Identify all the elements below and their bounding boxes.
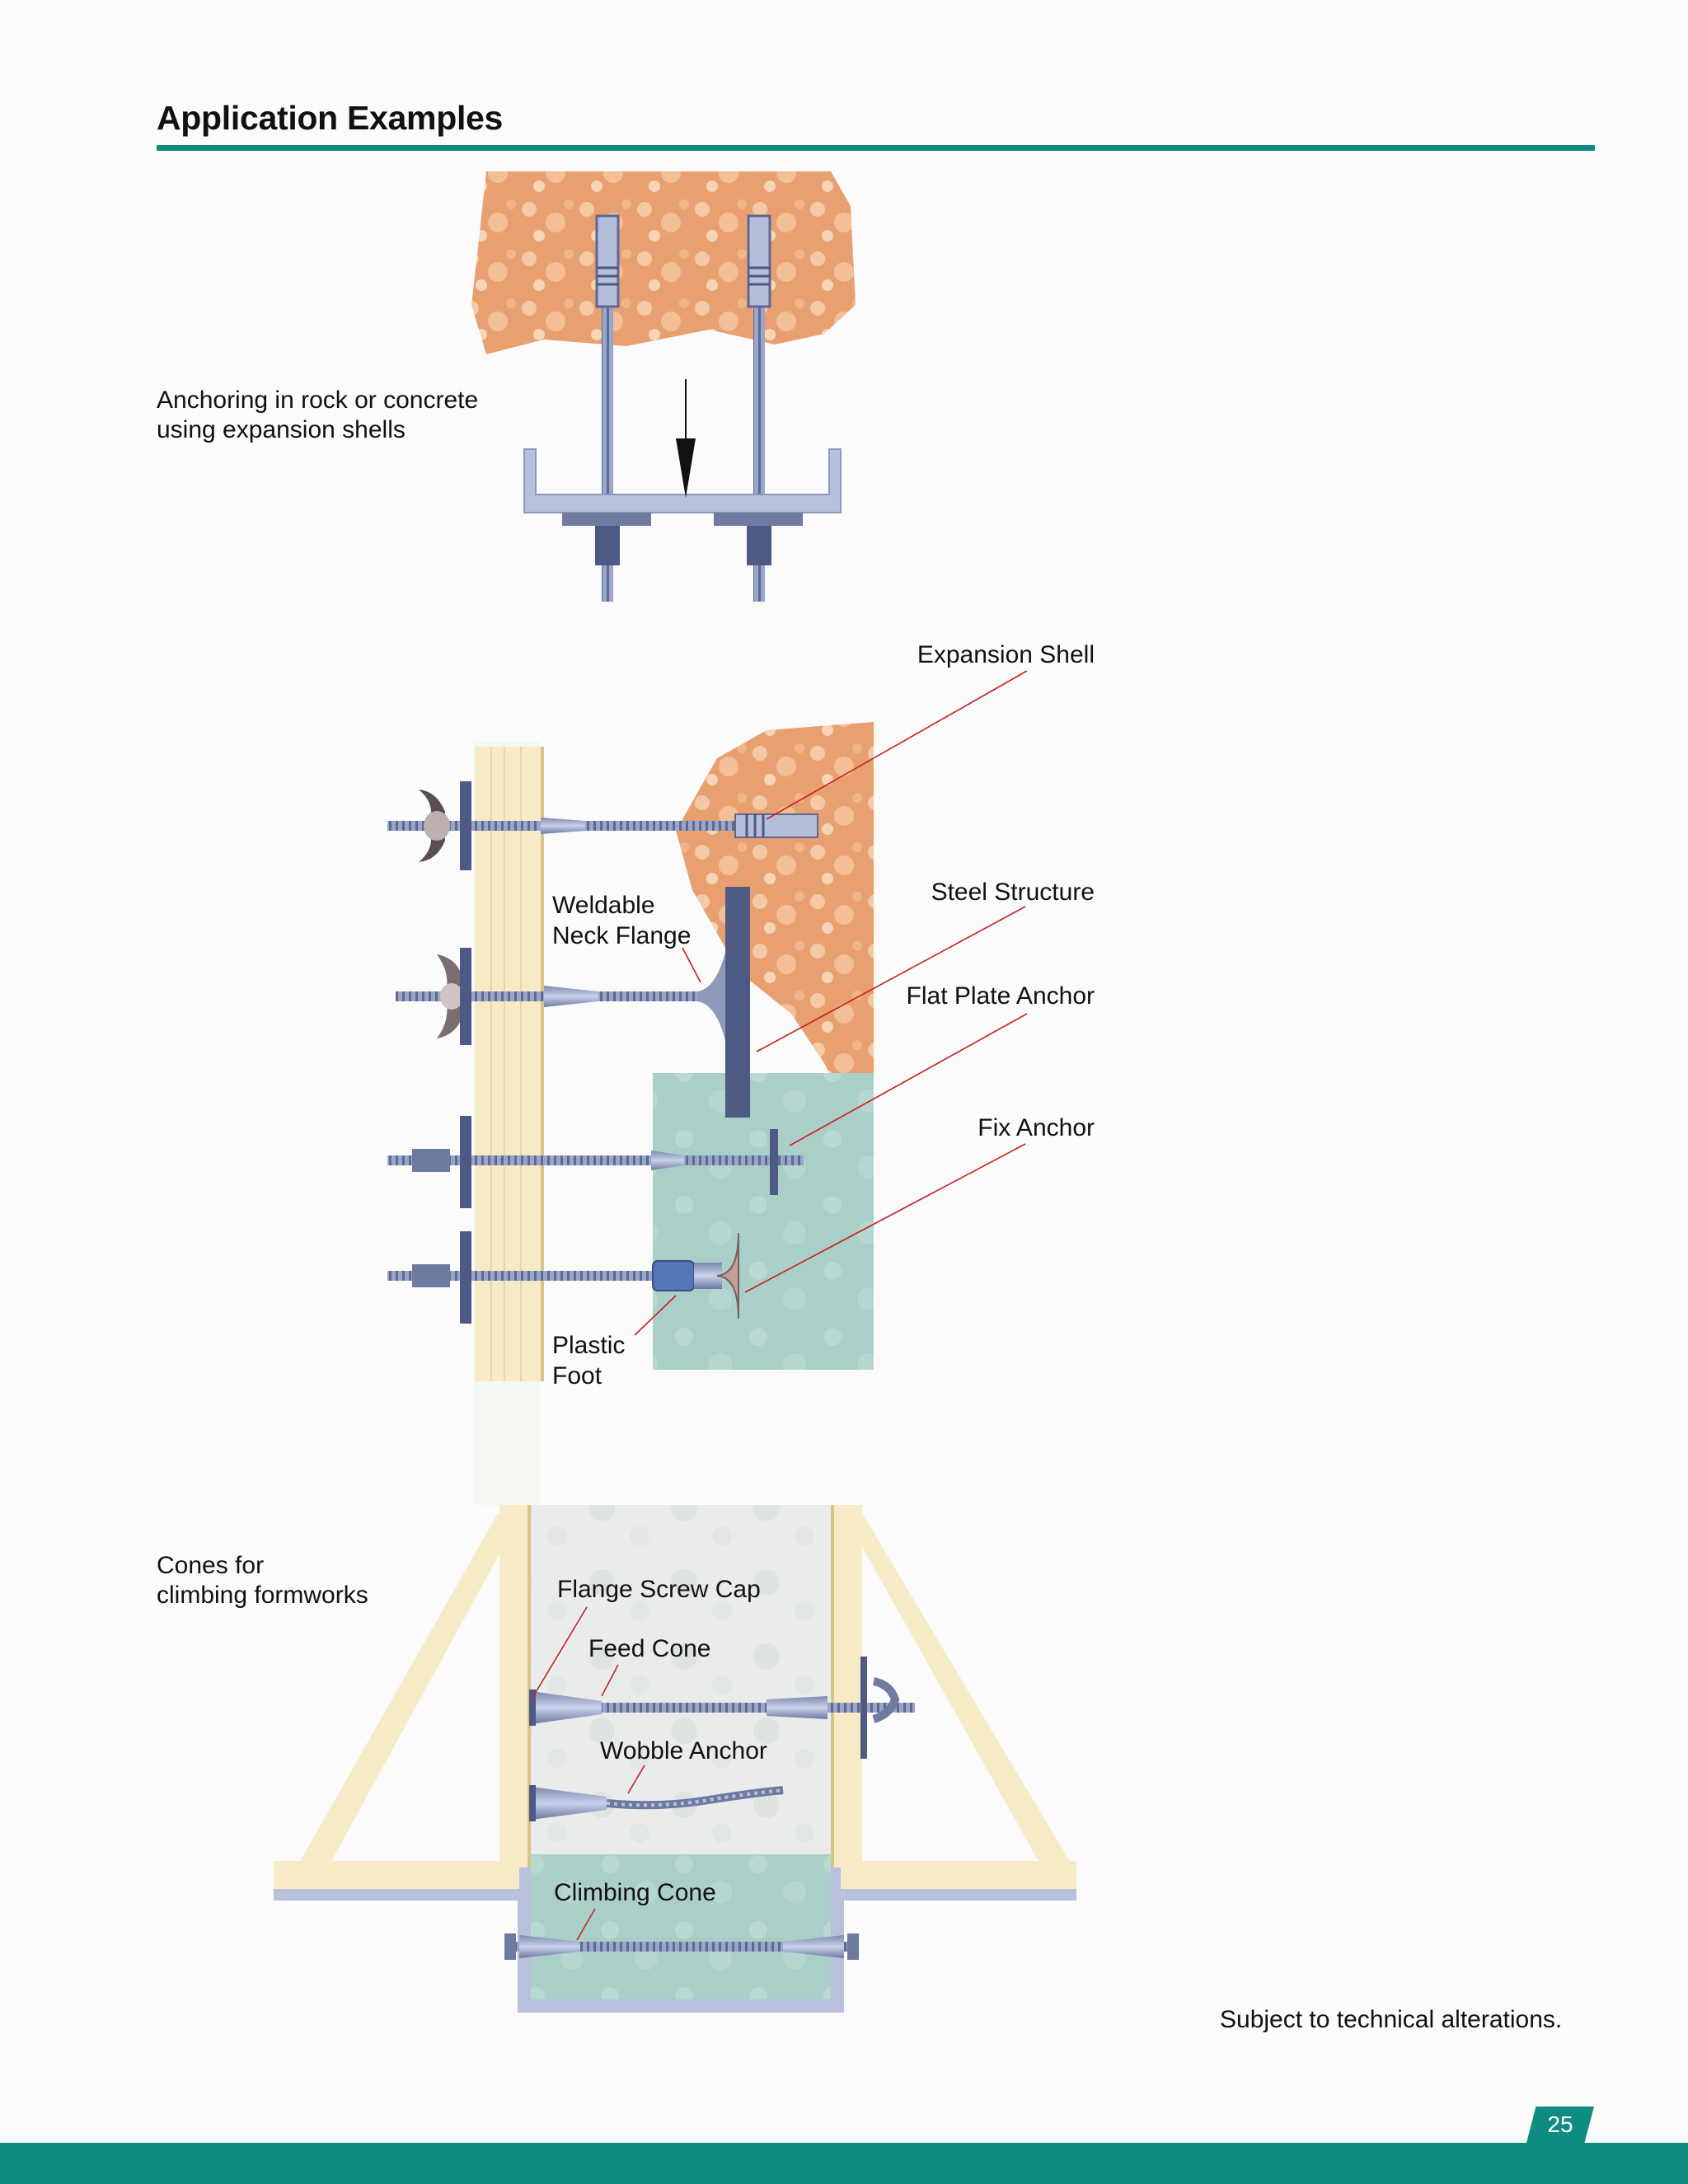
label-weldable-neck-flange: Weldable Neck Flange (552, 892, 692, 949)
disclaimer: Subject to technical alterations. (1220, 2006, 1563, 2033)
label-plastic-foot: Plastic Foot (552, 1332, 626, 1390)
formwork-anchors-figure (387, 670, 1028, 1381)
page-heading: Application Examples (157, 99, 504, 137)
label-flange-screw-cap: Flange Screw Cap (557, 1576, 761, 1603)
label-fix-anchor: Fix Anchor (978, 1114, 1095, 1141)
rock-anchoring-figure (471, 171, 856, 602)
label-climbing-cone: Climbing Cone (554, 1879, 716, 1906)
footer-bar (0, 2143, 1688, 2184)
label-feed-cone: Feed Cone (588, 1635, 711, 1662)
label-expansion-shell: Expansion Shell (917, 641, 1095, 668)
label-steel-structure: Steel Structure (931, 879, 1095, 906)
label-wobble-anchor: Wobble Anchor (600, 1737, 767, 1765)
heading-rule (157, 145, 1595, 151)
cones-caption: Cones for climbing formworks (157, 1552, 368, 1609)
climbing-formwork-figure (274, 1381, 1076, 2013)
label-flat-plate-anchor: Flat Plate Anchor (906, 982, 1095, 1010)
page-number: 25 (1547, 2111, 1573, 2137)
rock-anchoring-caption: Anchoring in rock or concrete using expa… (157, 387, 479, 443)
page-number-tab (1526, 2107, 1594, 2143)
